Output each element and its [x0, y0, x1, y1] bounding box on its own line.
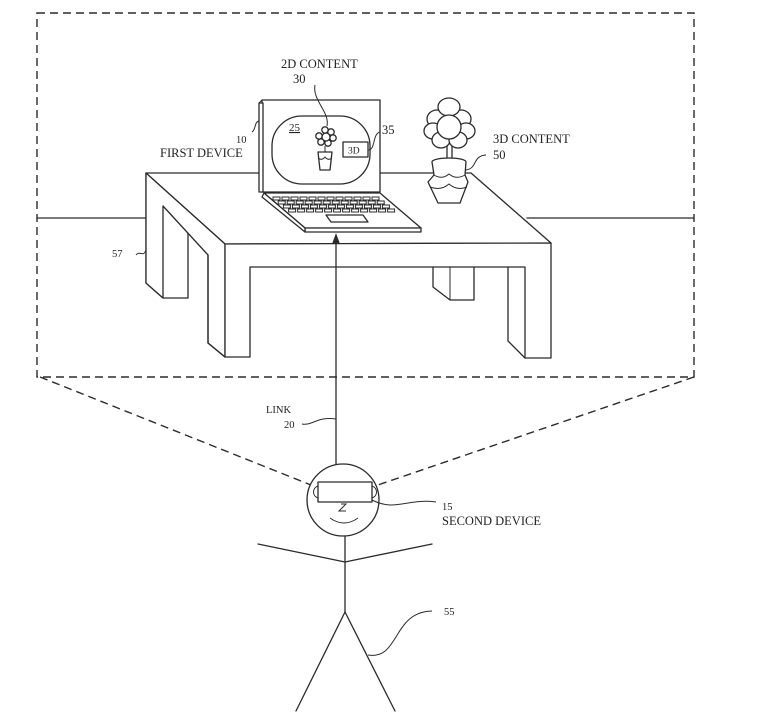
- keyboard-key: [282, 204, 291, 209]
- content-2d-ref-label: 30: [293, 72, 306, 86]
- keyboard-key: [363, 204, 372, 209]
- keyboard-key: [353, 196, 362, 201]
- keyboard-key: [349, 200, 358, 205]
- keyboard-key: [387, 208, 396, 213]
- table-leader: [135, 249, 147, 256]
- laptop-base-side: [261, 192, 306, 233]
- content-3d-leader: [465, 154, 487, 171]
- headset-strap-left: [313, 485, 319, 499]
- keyboard-key: [333, 208, 342, 213]
- keyboard-key: [360, 208, 369, 213]
- laptop-lid-corner: [258, 99, 263, 104]
- flower-2d-icon: [315, 126, 337, 171]
- keyboard-key: [354, 204, 363, 209]
- keyboard-key: [369, 208, 378, 213]
- keyboard-key: [367, 200, 376, 205]
- keyboard-key: [344, 196, 353, 201]
- headset-strap-right: [371, 485, 377, 499]
- first-device-ref-label: 10: [236, 135, 247, 146]
- user-smile: [329, 517, 359, 524]
- keyboard-key: [335, 196, 344, 201]
- keyboard-key: [313, 200, 322, 205]
- keyboard-key: [315, 208, 324, 213]
- laptop-base-front: [304, 227, 422, 233]
- table-leg-back-right: [432, 266, 475, 301]
- table-leg-front-right-depth: [507, 266, 526, 359]
- user-ref-label: 55: [444, 607, 455, 618]
- flower-3d-object: [423, 97, 487, 204]
- second-device-ref-label: 15: [442, 502, 453, 513]
- keyboard-key: [372, 204, 381, 209]
- keyboard-key: [272, 196, 281, 201]
- keyboard-key: [324, 208, 333, 213]
- keyboard-key: [351, 208, 360, 213]
- table-ref-label: 57: [112, 249, 123, 260]
- keyboard-key: [327, 204, 336, 209]
- user-nose: [337, 503, 348, 512]
- badge-ref-label: 35: [382, 123, 395, 137]
- environment-boundary: [36, 12, 695, 378]
- link-ref-label: 20: [284, 420, 295, 431]
- keyboard-key: [290, 196, 299, 201]
- link-leader: [301, 417, 337, 425]
- content-2d-leader: [314, 84, 328, 127]
- fov-line-right: [371, 376, 695, 488]
- content-3d-ref-label: 50: [493, 148, 506, 162]
- table-front-apron: [224, 242, 552, 359]
- keyboard-key: [362, 196, 371, 201]
- keyboard-key: [299, 196, 308, 201]
- keyboard-key: [358, 200, 367, 205]
- display-region-ref: 25: [289, 122, 301, 134]
- keyboard-key: [291, 204, 300, 209]
- second-device-leader: [371, 499, 437, 506]
- keyboard-key: [376, 200, 385, 205]
- badge-3d-label: 3D: [348, 147, 360, 157]
- keyboard-key: [318, 204, 327, 209]
- keyboard-key: [336, 204, 345, 209]
- keyboard-key: [378, 208, 387, 213]
- second-device-headset[interactable]: [317, 481, 373, 503]
- keyboard-key: [308, 196, 317, 201]
- user-leg-left: [295, 611, 346, 712]
- user-leader: [367, 610, 433, 656]
- keyboard-key: [340, 200, 349, 205]
- content-3d-title-label: 3D CONTENT: [493, 132, 570, 146]
- second-device-title-label: SECOND DEVICE: [442, 514, 541, 528]
- laptop-touchpad: [325, 214, 369, 223]
- user-arm-left: [257, 543, 346, 563]
- user-leg-right: [344, 611, 396, 712]
- badge-leader: [367, 131, 381, 151]
- keyboard-key: [326, 196, 335, 201]
- keyboard-key: [295, 200, 304, 205]
- table-leg-front-left-depth: [207, 254, 226, 358]
- keyboard-key: [304, 200, 313, 205]
- keyboard-key: [288, 208, 297, 213]
- laptop-lid-edge: [258, 102, 264, 193]
- keyboard-key: [309, 204, 318, 209]
- keyboard-key: [297, 208, 306, 213]
- user-arm-right: [344, 543, 433, 563]
- laptop-keyboard: [272, 196, 396, 213]
- link-arrow-up-icon: [332, 233, 340, 244]
- keyboard-key: [300, 204, 309, 209]
- first-device-laptop: 25 3D 35 10 FIRST DEVICE: [160, 84, 422, 233]
- first-device-leader: [251, 120, 260, 133]
- fov-line-left: [39, 376, 317, 488]
- content-2d-title-label: 2D CONTENT: [281, 57, 358, 71]
- keyboard-key: [345, 204, 354, 209]
- keyboard-key: [381, 204, 390, 209]
- keyboard-key: [317, 196, 326, 201]
- keyboard-key: [281, 196, 290, 201]
- link-title-label: LINK: [266, 405, 291, 416]
- keyboard-key: [371, 196, 380, 201]
- keyboard-key: [286, 200, 295, 205]
- keyboard-key: [306, 208, 315, 213]
- keyboard-key: [322, 200, 331, 205]
- keyboard-key: [277, 200, 286, 205]
- keyboard-key: [342, 208, 351, 213]
- first-device-title-label: FIRST DEVICE: [160, 146, 243, 160]
- user-figure: [257, 463, 433, 712]
- keyboard-key: [331, 200, 340, 205]
